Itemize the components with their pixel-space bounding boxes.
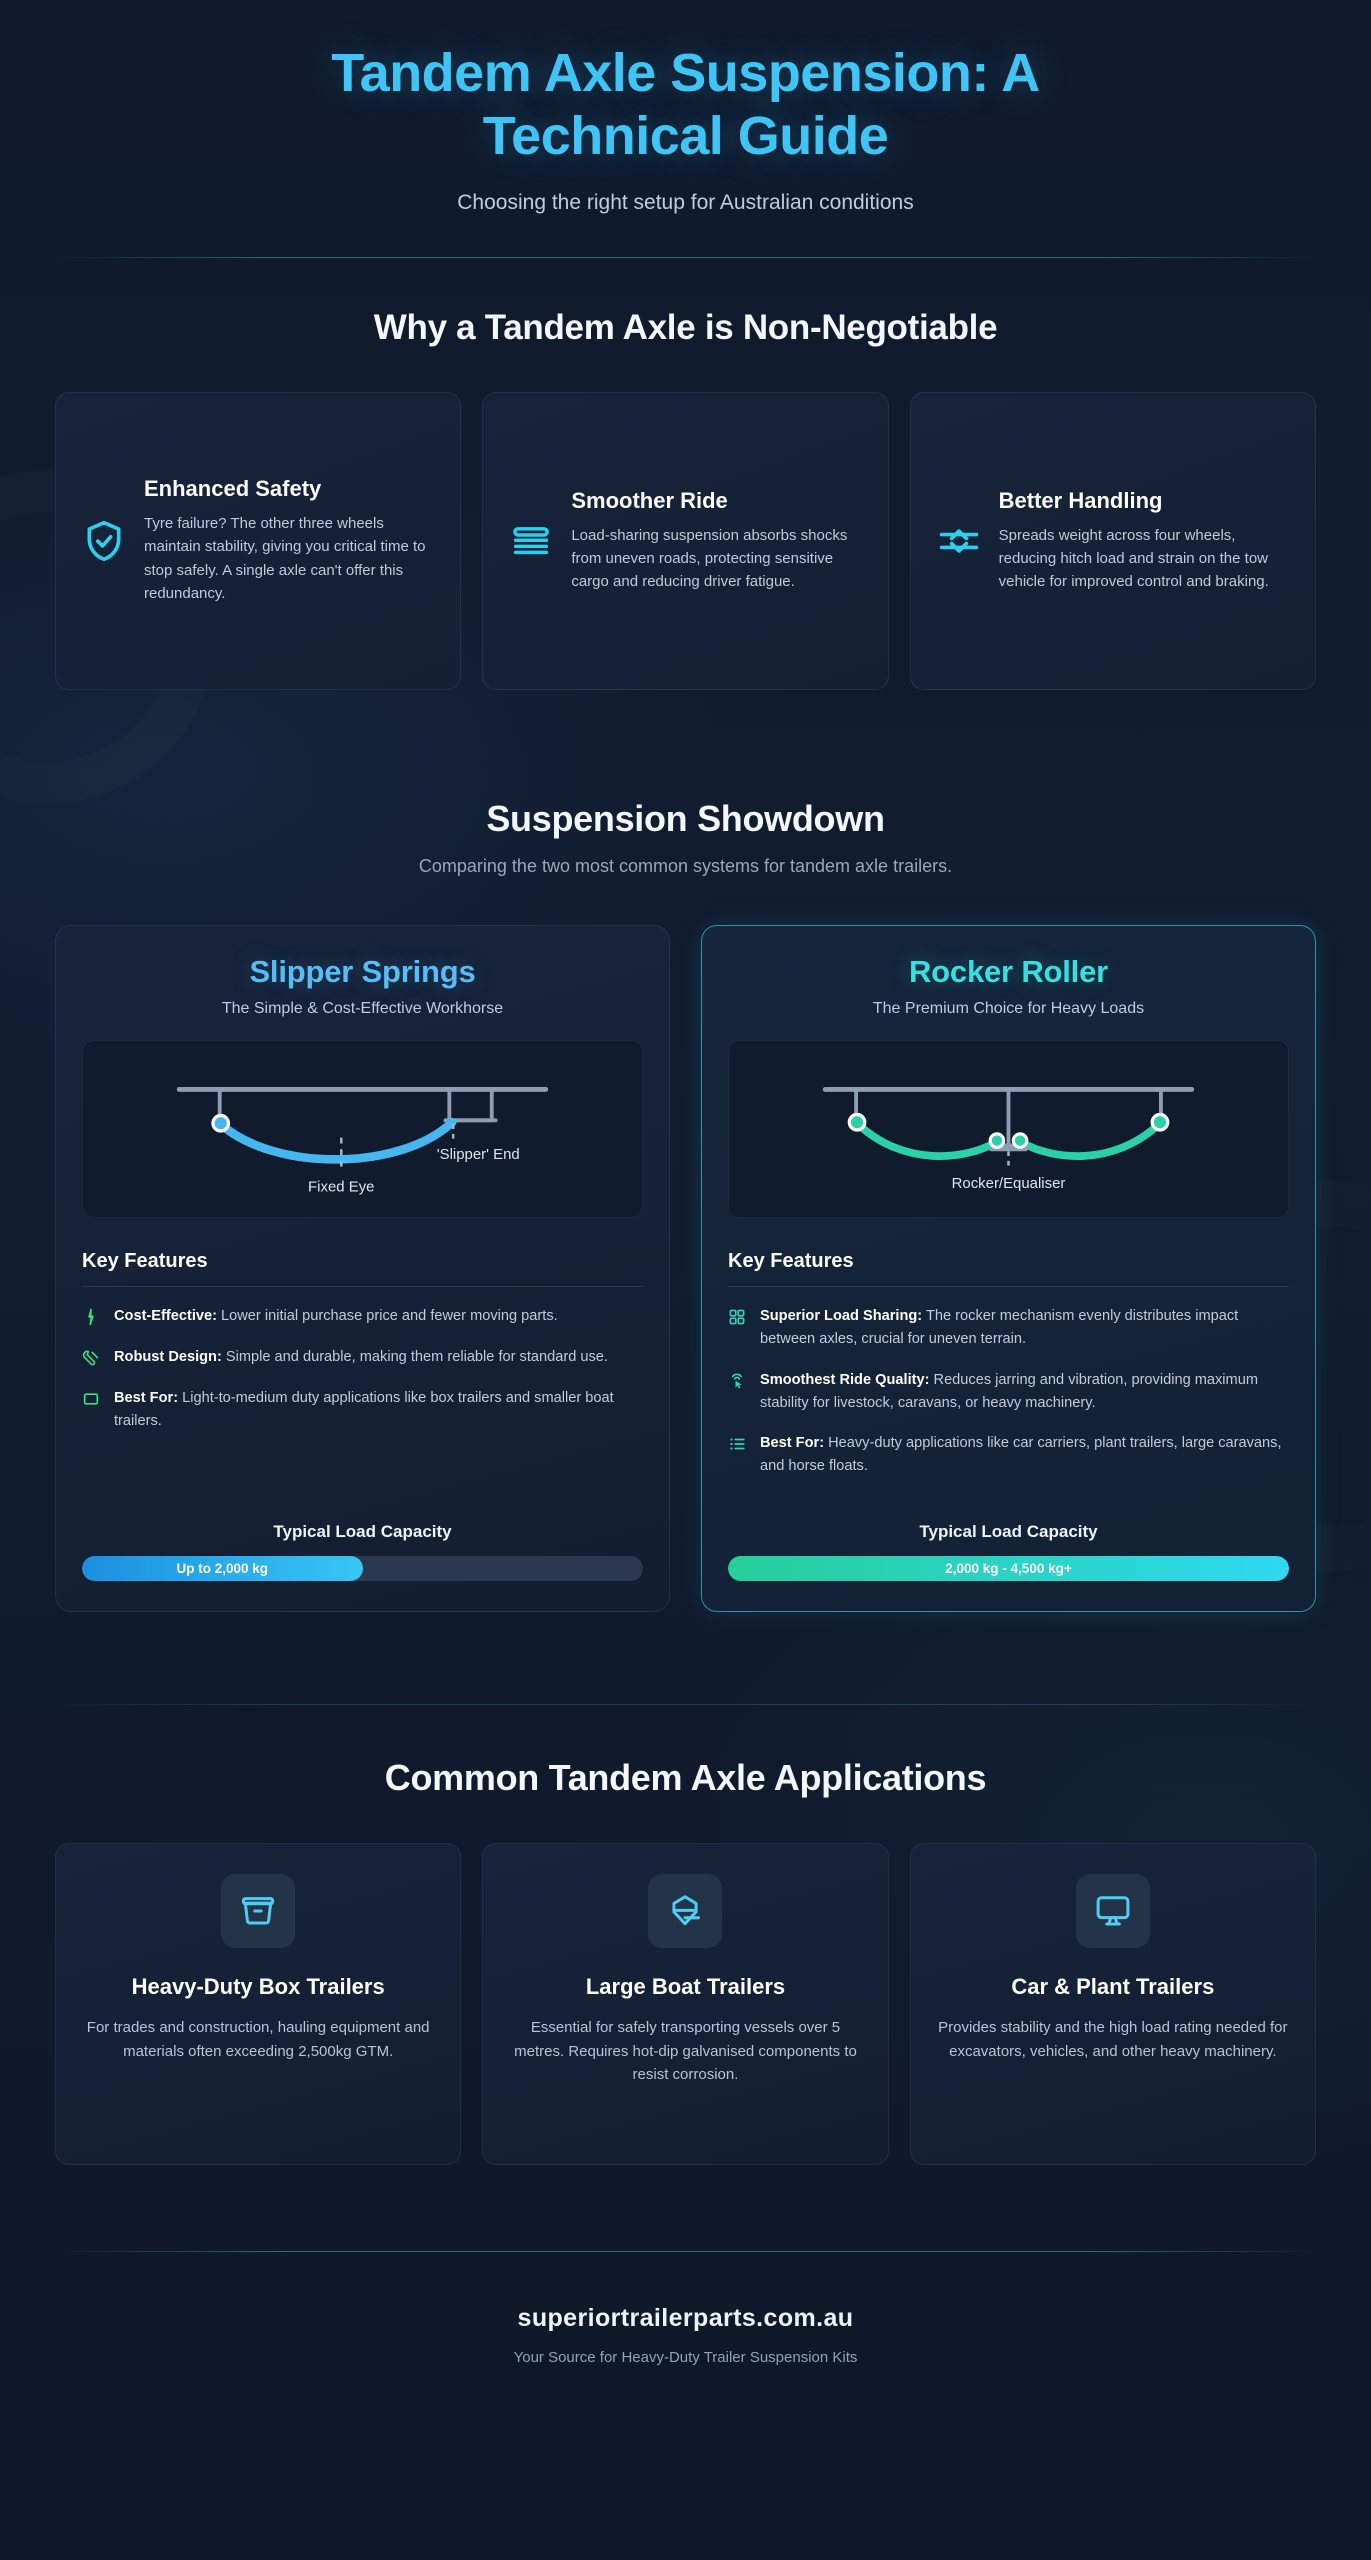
- page-title: Tandem Axle Suspension: A Technical Guid…: [331, 43, 1040, 166]
- list-icon: [728, 1435, 746, 1453]
- slipper-spring-diagram: Fixed Eye 'Slipper' End: [82, 1040, 643, 1219]
- benefit-card-smoother-ride: Smoother Ride Load-sharing suspension ab…: [482, 392, 889, 691]
- monitor-icon: [1075, 1873, 1150, 1948]
- slipper-capacity-bar-track: Up to 2,000 kg: [82, 1555, 643, 1581]
- cursor-click-icon: [728, 1372, 746, 1390]
- footer-section: superiortrailerparts.com.au Your Source …: [55, 2250, 1317, 2414]
- list-item-label: Smoothest Ride Quality:: [760, 1371, 930, 1388]
- footer-brand: superiortrailerparts.com.au: [517, 2303, 854, 2332]
- list-item-body: The rocker mechanism evenly distributes …: [760, 1308, 1239, 1348]
- list-item-text: Cost-Effective: Lower initial purchase p…: [114, 1305, 558, 1328]
- slipper-title: Slipper Springs: [249, 954, 476, 990]
- page-subtitle: Choosing the right setup for Australian …: [457, 191, 914, 215]
- list-item-body: Lower initial purchase price and fewer m…: [216, 1308, 558, 1325]
- showdown-subheading: Comparing the two most common systems fo…: [418, 856, 953, 877]
- rocker-features-heading: Key Features: [728, 1250, 854, 1273]
- list-item-body: Reduces jarring and vibration, providing…: [760, 1371, 1258, 1411]
- list-item-text: Best For: Heavy-duty applications like c…: [760, 1432, 1289, 1478]
- list-item-body: Simple and durable, making them reliable…: [221, 1349, 608, 1366]
- slipper-subtitle: The Simple & Cost-Effective Workhorse: [221, 1000, 504, 1018]
- slipper-capacity-block: Typical Load Capacity Up to 2,000 kg: [82, 1496, 643, 1581]
- list-item-text: Smoothest Ride Quality: Reduces jarring …: [760, 1369, 1289, 1415]
- wrench-icon: [82, 1349, 100, 1367]
- list-item: Superior Load Sharing: The rocker mechan…: [728, 1305, 1289, 1351]
- box-outline-icon: [82, 1390, 100, 1408]
- list-item: Robust Design: Simple and durable, makin…: [82, 1346, 643, 1369]
- application-description: Provides stability and the high load rat…: [938, 2019, 1288, 2060]
- benefit-title: Enhanced Safety: [144, 476, 322, 502]
- rocker-capacity-bar-track: 2,000 kg - 4,500 kg+: [728, 1555, 1289, 1581]
- footer-divider: [55, 2250, 1317, 2252]
- comparison-row: Slipper Springs The Simple & Cost-Effect…: [55, 925, 1316, 1612]
- rocker-title: Rocker Roller: [909, 954, 1108, 990]
- application-card-box-trailers: Heavy-Duty Box Trailers For trades and c…: [55, 1842, 462, 2165]
- boat-icon: [648, 1873, 723, 1948]
- hero-section: Tandem Axle Suspension: A Technical Guid…: [55, 0, 1317, 259]
- list-item-label: Robust Design:: [114, 1349, 222, 1366]
- benefit-description: Load-sharing suspension absorbs shocks f…: [571, 526, 848, 591]
- benefit-description: Tyre failure? The other three wheels mai…: [144, 514, 426, 603]
- slipper-diagram-label-left: Fixed Eye: [308, 1179, 374, 1196]
- list-item-label: Best For:: [114, 1389, 179, 1406]
- benefits-card-row: Enhanced Safety Tyre failure? The other …: [55, 392, 1316, 691]
- benefit-card-enhanced-safety: Enhanced Safety Tyre failure? The other …: [55, 392, 462, 691]
- list-item: Best For: Heavy-duty applications like c…: [728, 1432, 1289, 1478]
- weight-distribution-icon: [935, 517, 983, 565]
- application-description: Essential for safely transporting vessel…: [514, 2019, 857, 2083]
- application-card-car-plant-trailers: Car & Plant Trailers Provides stability …: [909, 1842, 1316, 2165]
- rocker-diagram-label: Rocker/Equaliser: [952, 1175, 1066, 1192]
- applications-section: Common Tandem Axle Applications Heavy-Du…: [55, 1703, 1317, 2165]
- list-item-label: Superior Load Sharing:: [760, 1308, 923, 1325]
- list-item-text: Superior Load Sharing: The rocker mechan…: [760, 1305, 1289, 1351]
- showdown-section: Suspension Showdown Comparing the two mo…: [55, 798, 1316, 1612]
- rocker-features-list: Superior Load Sharing: The rocker mechan…: [728, 1305, 1289, 1496]
- rocker-capacity-title: Typical Load Capacity: [919, 1521, 1098, 1541]
- slipper-features-divider: [82, 1286, 643, 1288]
- application-description: For trades and construction, hauling equ…: [86, 2019, 430, 2060]
- grid-four-icon: [728, 1308, 746, 1326]
- list-item-body: Light-to-medium duty applications like b…: [114, 1389, 614, 1429]
- hero-divider: [55, 257, 1317, 259]
- application-card-boat-trailers: Large Boat Trailers Essential for safely…: [482, 1842, 889, 2165]
- rocker-features-divider: [728, 1286, 1289, 1288]
- zap-icon: [82, 1308, 100, 1326]
- list-item-label: Best For:: [760, 1435, 825, 1452]
- list-item: Best For: Light-to-medium duty applicati…: [82, 1387, 643, 1433]
- list-item-body: Heavy-duty applications like car carrier…: [760, 1435, 1282, 1475]
- rocker-capacity-bar-fill: 2,000 kg - 4,500 kg+: [728, 1555, 1289, 1581]
- footer-tagline: Your Source for Heavy-Duty Trailer Suspe…: [513, 2348, 858, 2366]
- slipper-features-list: Cost-Effective: Lower initial purchase p…: [82, 1305, 643, 1450]
- benefits-heading: Why a Tandem Axle is Non-Negotiable: [373, 308, 998, 348]
- comparison-card-slipper-springs: Slipper Springs The Simple & Cost-Effect…: [55, 925, 670, 1612]
- shield-check-icon: [80, 517, 128, 565]
- benefits-section: Why a Tandem Axle is Non-Negotiable Enha…: [55, 308, 1316, 691]
- rocker-capacity-block: Typical Load Capacity 2,000 kg - 4,500 k…: [728, 1496, 1289, 1581]
- benefit-title: Better Handling: [998, 487, 1163, 513]
- slipper-capacity-title: Typical Load Capacity: [273, 1521, 452, 1541]
- list-item-label: Cost-Effective:: [114, 1308, 217, 1325]
- list-item-text: Robust Design: Simple and durable, makin…: [114, 1346, 608, 1369]
- benefit-title: Smoother Ride: [571, 487, 728, 513]
- benefit-card-better-handling: Better Handling Spreads weight across fo…: [909, 392, 1316, 691]
- comparison-card-rocker-roller: Rocker Roller The Premium Choice for Hea…: [701, 925, 1316, 1612]
- leaf-spring-stack-icon: [507, 517, 555, 565]
- box-trailer-icon: [221, 1873, 296, 1948]
- application-title: Heavy-Duty Box Trailers: [131, 1973, 385, 1999]
- application-title: Car & Plant Trailers: [1011, 1973, 1215, 1999]
- application-title: Large Boat Trailers: [585, 1973, 786, 1999]
- rocker-roller-diagram: Rocker/Equaliser: [728, 1040, 1289, 1219]
- showdown-heading: Suspension Showdown: [486, 798, 885, 840]
- slipper-features-heading: Key Features: [82, 1250, 208, 1273]
- slipper-capacity-bar-fill: Up to 2,000 kg: [82, 1555, 363, 1581]
- applications-heading: Common Tandem Axle Applications: [384, 1756, 987, 1798]
- rocker-subtitle: The Premium Choice for Heavy Loads: [872, 1000, 1145, 1018]
- benefit-description: Spreads weight across four wheels, reduc…: [998, 526, 1269, 591]
- list-item-text: Best For: Light-to-medium duty applicati…: [114, 1387, 643, 1433]
- list-item: Smoothest Ride Quality: Reduces jarring …: [728, 1369, 1289, 1415]
- slipper-diagram-label-right: 'Slipper' End: [437, 1146, 520, 1163]
- applications-card-row: Heavy-Duty Box Trailers For trades and c…: [55, 1842, 1316, 2165]
- applications-divider: [55, 1703, 1317, 1705]
- list-item: Cost-Effective: Lower initial purchase p…: [82, 1305, 643, 1328]
